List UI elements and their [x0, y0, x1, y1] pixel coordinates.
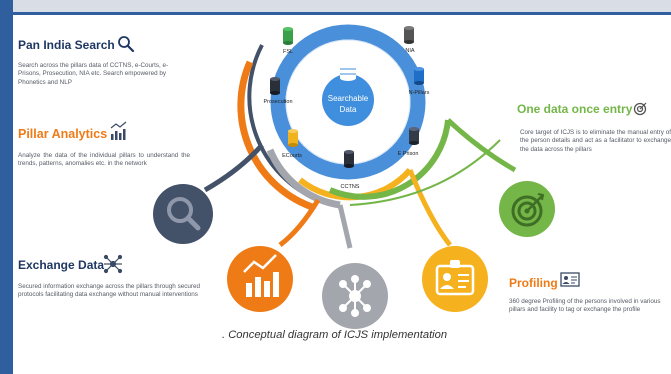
pillar-analytics-title: Pillar Analytics — [18, 127, 108, 141]
one-data-once-entry-title: One data once entry — [517, 102, 633, 116]
pan-india-search-title: Pan India Search — [18, 38, 115, 52]
fsl-database-icon — [283, 27, 293, 45]
connector-arc-grey — [266, 148, 341, 209]
connector-arc-green — [328, 119, 451, 200]
stem-search — [203, 143, 264, 193]
target-icon — [511, 193, 545, 227]
profiling-title: Profiling — [509, 276, 558, 290]
pillar-analytics-description: Analyze the data of the individual pilla… — [18, 152, 190, 168]
profiling-description: 360 degree Profiling of the persons invo… — [509, 298, 661, 314]
pillar-label-n-pillars: N-Pillars — [409, 90, 430, 96]
center-label-line2: Data — [340, 105, 357, 114]
searchable-data-circle — [322, 74, 374, 126]
id-card-icon — [435, 260, 475, 296]
profiling-heading-icon — [560, 272, 580, 287]
e-prison-database-icon — [409, 127, 419, 145]
exchange-data-description: Secured information exchange across the … — [18, 283, 200, 299]
connector-arc-orange — [237, 60, 317, 212]
pan-india-search-description: Search across the pillars data of CCTNS,… — [18, 62, 169, 86]
search-feature-circle — [153, 184, 213, 244]
frame-top-line — [13, 12, 671, 15]
bar-chart-icon — [243, 254, 279, 297]
figure-caption: . Conceptual diagram of ICJS implementat… — [222, 329, 448, 341]
pillar-label-cctns: CCTNS — [341, 184, 360, 190]
pillar-analytics-heading-icon — [110, 121, 127, 140]
stem-analytics — [278, 198, 321, 247]
one-data-once-entry-description: Core target of ICJS is to eliminate the … — [520, 129, 671, 153]
green-arc-right — [349, 139, 501, 206]
frame-left-border — [0, 0, 13, 374]
exchange-feature-circle — [322, 263, 388, 329]
prosecution-database-icon — [270, 77, 280, 95]
frame-top-border — [0, 0, 671, 12]
network-nodes-icon — [339, 275, 371, 317]
stem-exchange — [337, 204, 353, 249]
pillar-label-e-prison: E Prison — [398, 151, 419, 157]
one-data-feature-circle — [499, 181, 555, 237]
database-icon — [340, 61, 356, 81]
pillar-label-fsl: FSL — [283, 49, 293, 55]
n-pillars-database-icon — [414, 67, 424, 85]
ecourts-database-icon — [288, 129, 298, 147]
stem-onedata — [446, 118, 517, 173]
cctns-database-icon — [344, 150, 354, 168]
magnifier-icon — [167, 197, 201, 231]
profiling-feature-circle — [422, 246, 488, 312]
pillar-label-prosecution: Prosecution — [263, 99, 292, 105]
analytics-feature-circle — [227, 246, 293, 312]
exchange-data-heading-icon — [103, 254, 123, 274]
nia-database-icon — [404, 26, 414, 44]
pan-india-search-heading-icon — [118, 36, 135, 53]
pillar-label-nia: NIA — [405, 48, 415, 54]
pillar-label-ecourts: ECourts — [282, 153, 302, 159]
one-data-heading-icon — [633, 102, 647, 116]
exchange-data-title: Exchange Data — [18, 258, 105, 272]
center-label-line1: Searchable — [328, 94, 369, 103]
stem-profiling — [407, 169, 452, 247]
